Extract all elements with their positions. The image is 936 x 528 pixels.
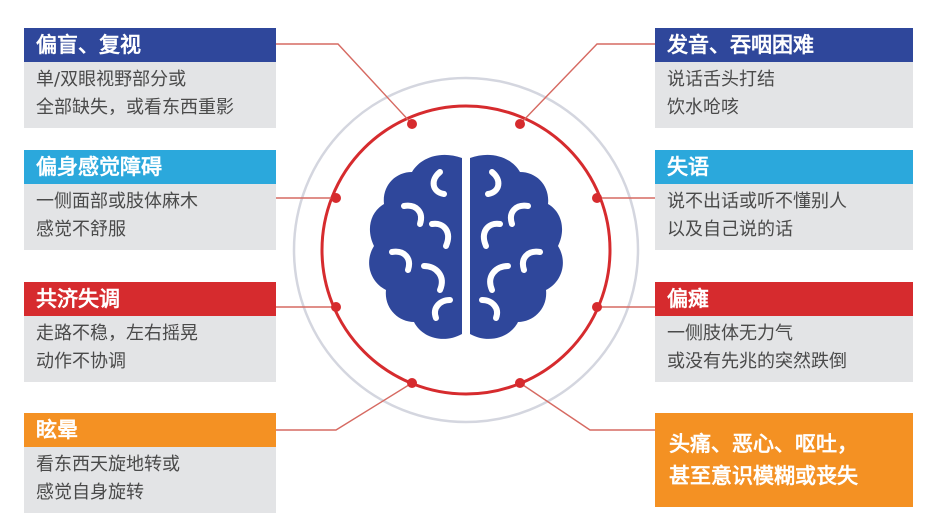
card-dysphagia: 发音、吞咽困难 说话舌头打结 饮水呛咳 xyxy=(655,28,913,128)
card-line: 看东西天旋地转或 xyxy=(36,454,180,475)
connector-dots xyxy=(331,119,602,388)
card-body: 说话舌头打结 饮水呛咳 xyxy=(655,62,913,128)
card-aphasia: 失语 说不出话或听不懂别人 以及自己说的话 xyxy=(655,150,913,250)
brain-icon xyxy=(369,154,563,339)
card-body: 一侧面部或肢体麻木 感觉不舒服 xyxy=(24,184,276,250)
card-vertigo: 眩晕 看东西天旋地转或 感觉自身旋转 xyxy=(24,413,276,513)
card-title: 偏盲、复视 xyxy=(24,28,276,62)
card-sensory-disorder: 偏身感觉障碍 一侧面部或肢体麻木 感觉不舒服 xyxy=(24,150,276,250)
outer-ring xyxy=(292,76,640,424)
card-line: 说不出话或听不懂别人 xyxy=(667,191,847,212)
card-hemianopia: 偏盲、复视 单/双眼视野部分或 全部缺失，或看东西重影 xyxy=(24,28,276,128)
card-line: 以及自己说的话 xyxy=(667,219,793,240)
inner-ring xyxy=(320,104,612,396)
card-headache: 头痛、恶心、呕吐， 甚至意识模糊或丧失 xyxy=(655,413,913,507)
card-title: 发音、吞咽困难 xyxy=(655,28,913,62)
card-line: 单/双眼视野部分或 xyxy=(36,69,187,90)
card-title: 共济失调 xyxy=(24,282,276,316)
card-hemiplegia: 偏瘫 一侧肢体无力气 或没有先兆的突然跌倒 xyxy=(655,282,913,382)
card-title: 失语 xyxy=(655,150,913,184)
card-line: 感觉不舒服 xyxy=(36,219,126,240)
card-body: 看东西天旋地转或 感觉自身旋转 xyxy=(24,447,276,513)
card-line: 头痛、恶心、呕吐， xyxy=(669,432,858,456)
card-body: 一侧肢体无力气 或没有先兆的突然跌倒 xyxy=(655,316,913,382)
card-title: 眩晕 xyxy=(24,413,276,447)
card-line: 动作不协调 xyxy=(36,351,126,372)
card-line: 感觉自身旋转 xyxy=(36,482,144,503)
card-line: 说话舌头打结 xyxy=(667,69,775,90)
card-line: 一侧肢体无力气 xyxy=(667,323,793,344)
card-line: 饮水呛咳 xyxy=(667,97,739,118)
card-title: 偏身感觉障碍 xyxy=(24,150,276,184)
card-body: 说不出话或听不懂别人 以及自己说的话 xyxy=(655,184,913,250)
card-line: 或没有先兆的突然跌倒 xyxy=(667,351,847,372)
card-line: 全部缺失，或看东西重影 xyxy=(36,97,234,118)
connector-lines xyxy=(276,43,655,431)
card-line: 甚至意识模糊或丧失 xyxy=(669,464,858,488)
card-body: 走路不稳，左右摇晃 动作不协调 xyxy=(24,316,276,382)
card-body: 单/双眼视野部分或 全部缺失，或看东西重影 xyxy=(24,62,276,128)
card-ataxia: 共济失调 走路不稳，左右摇晃 动作不协调 xyxy=(24,282,276,382)
card-title: 偏瘫 xyxy=(655,282,913,316)
card-line: 一侧面部或肢体麻木 xyxy=(36,191,198,212)
card-line: 走路不稳，左右摇晃 xyxy=(36,323,198,344)
